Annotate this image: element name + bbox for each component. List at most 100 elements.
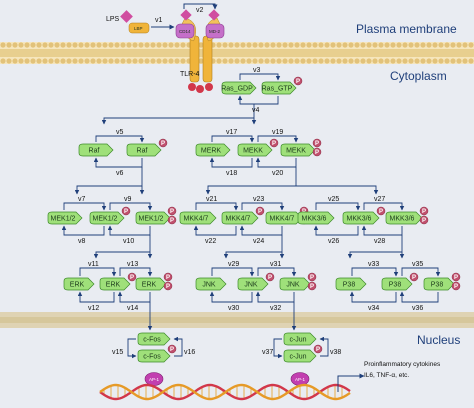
mkk36-node-label: MKK3/6 <box>302 216 327 223</box>
reaction-arrow <box>109 202 153 211</box>
reaction-v7: v7 <box>78 196 86 203</box>
mek12-node-label: MEK1/2 <box>51 216 76 223</box>
reaction-v4: v4 <box>252 107 260 114</box>
mkk36-p-node-label: MKK3/6 <box>347 216 372 223</box>
lipid-head <box>348 58 354 64</box>
reaction-arrow <box>209 291 253 303</box>
lipid-head <box>42 58 48 64</box>
lipid-head <box>198 42 204 48</box>
mek12-2p-node-label: MEK1/2 <box>139 216 164 223</box>
svg-text:P: P <box>268 275 272 281</box>
reaction-v17: v17 <box>226 129 237 136</box>
reaction-arrow <box>319 336 329 357</box>
cd14-protein <box>175 23 195 39</box>
lipid-head <box>222 42 228 48</box>
reaction-arrow <box>205 167 297 195</box>
jnk-2p-node-label: JNK <box>286 282 300 289</box>
lipid-head <box>36 58 42 64</box>
lipid-head <box>66 42 72 48</box>
lipid-head <box>96 42 102 48</box>
lipid-head <box>390 58 396 64</box>
reaction-arrow <box>363 202 405 211</box>
cytoplasm-label: Cytoplasm <box>390 69 447 83</box>
reaction-arrow <box>239 225 283 236</box>
reaction-v25: v25 <box>328 196 339 203</box>
svg-text:P: P <box>124 209 128 215</box>
reaction-arrow <box>173 336 183 357</box>
lipid-head <box>336 58 342 64</box>
svg-text:P: P <box>316 347 320 353</box>
cfos-p-node-label: c-Fos <box>143 354 161 361</box>
lipid-head <box>132 58 138 64</box>
lipid-head <box>258 42 264 48</box>
phospho-marker: P <box>419 215 429 225</box>
reaction-v28: v28 <box>374 238 385 245</box>
lipid-head <box>396 58 402 64</box>
lipid-head <box>150 42 156 48</box>
lipid-head <box>72 42 78 48</box>
reaction-v18: v18 <box>226 170 237 177</box>
reaction-v38: v38 <box>330 349 341 356</box>
reaction-v27: v27 <box>374 196 385 203</box>
lipid-head <box>180 42 186 48</box>
reaction-v11: v11 <box>88 261 99 268</box>
mek12-p-node: MEK1/2 P <box>89 206 131 225</box>
reaction-arrow <box>61 225 105 236</box>
mek12-p-node-label: MEK1/2 <box>93 216 118 223</box>
raf-node-label: Raf <box>89 148 100 155</box>
phospho-marker: P <box>167 344 177 354</box>
lipid-head <box>6 58 12 64</box>
lipid-head <box>156 42 162 48</box>
reaction-arrow <box>117 291 151 303</box>
lipid-head <box>366 42 372 48</box>
reaction-v21: v21 <box>206 196 217 203</box>
lipid-head <box>462 42 468 48</box>
cytokine-output: Proinflammatory cytokines IL6, TNF-α, et… <box>337 361 441 392</box>
lipid-head <box>30 42 36 48</box>
lipid-head <box>330 42 336 48</box>
mkk47-node-label: MKK4/7 <box>184 216 209 223</box>
mkk47-p-node-label: MKK4/7 <box>226 216 251 223</box>
jnk-node: JNK <box>195 277 227 291</box>
phospho-marker: P <box>307 272 317 282</box>
lipid-head <box>162 42 168 48</box>
lipid-head <box>12 42 18 48</box>
phospho-marker: P <box>312 138 322 148</box>
lipid-head <box>384 42 390 48</box>
lipid-head <box>120 58 126 64</box>
phospho-marker: P <box>307 281 317 291</box>
lipid-head <box>456 42 462 48</box>
lipid-head <box>342 42 348 48</box>
v1-label: v1 <box>155 17 163 24</box>
lipid-head <box>84 42 90 48</box>
lipid-head <box>0 42 6 48</box>
reaction-arrow <box>74 167 143 195</box>
lipid-head <box>78 58 84 64</box>
lps-lbp: LPS LBP v1 v2 <box>106 3 218 34</box>
lipid-head <box>90 58 96 64</box>
lipid-head <box>54 42 60 48</box>
ligand-marker-left <box>180 9 192 21</box>
lipid-head <box>450 42 456 48</box>
reaction-arrow <box>349 291 397 303</box>
reaction-arrow <box>237 95 279 105</box>
lipid-head <box>60 58 66 64</box>
svg-text:P: P <box>170 347 174 353</box>
tir-domain-middle <box>196 85 204 93</box>
lipid-head <box>402 42 408 48</box>
nucleus-label: Nucleus <box>417 333 460 347</box>
merk-node: MERK <box>195 143 231 157</box>
lipid-head <box>360 58 366 64</box>
reaction-v8: v8 <box>78 238 86 245</box>
raf-node: Raf <box>78 143 114 157</box>
lipid-head <box>294 58 300 64</box>
lipid-head <box>48 42 54 48</box>
reaction-arrows <box>61 73 441 359</box>
lipid-head <box>300 58 306 64</box>
lipid-head <box>156 58 162 64</box>
v2-label: v2 <box>196 7 204 14</box>
